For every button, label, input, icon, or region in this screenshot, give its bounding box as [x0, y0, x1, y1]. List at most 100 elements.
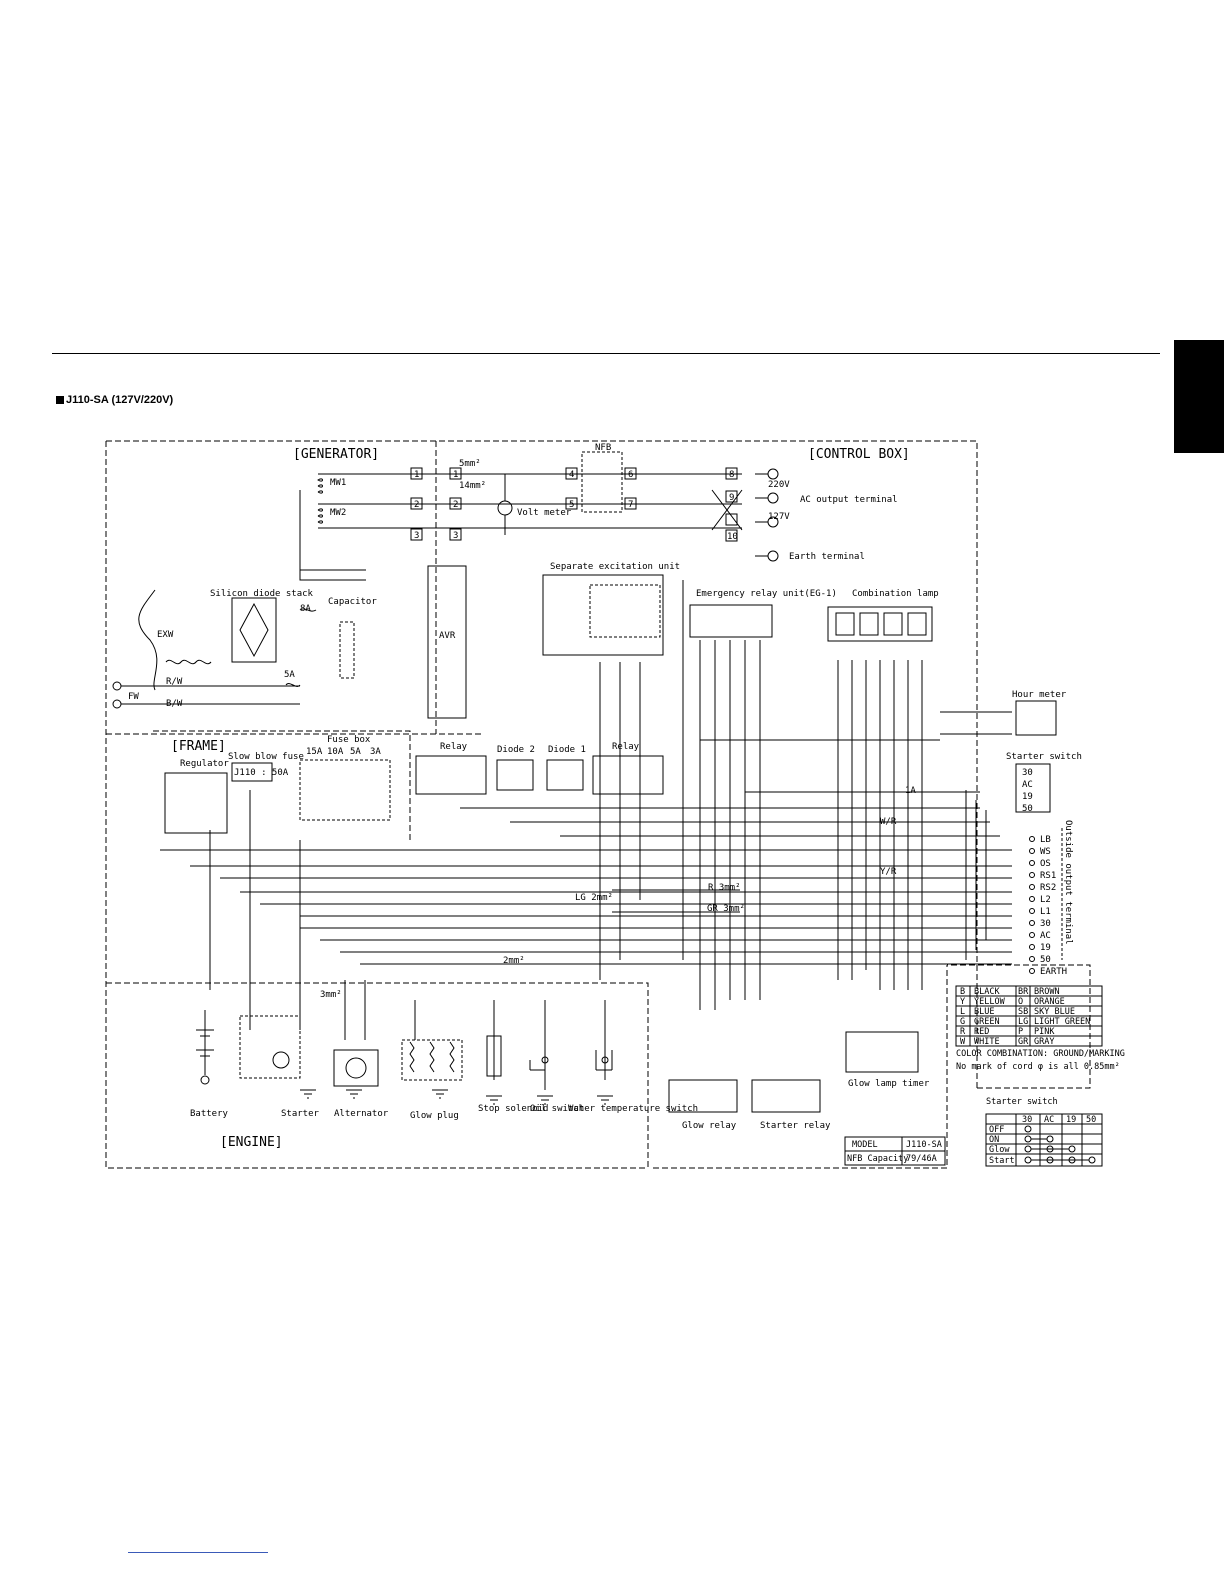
- mw2-label: MW2: [330, 508, 346, 518]
- out-term-l1: L1: [1040, 907, 1051, 917]
- term-4: 4: [569, 470, 574, 480]
- fuse-5a-label: 5A: [284, 670, 295, 680]
- svg-text:ORANGE: ORANGE: [1034, 997, 1065, 1007]
- outside-terminal-list: LB WS OS RS1 RS2 L2 L1 30 AC 19 50 EARTH…: [1040, 820, 1073, 977]
- svg-text:MODEL: MODEL: [852, 1140, 878, 1150]
- svg-text:LIGHT GREEN: LIGHT GREEN: [1034, 1017, 1090, 1027]
- relay2-label: Relay: [612, 742, 640, 752]
- out-term-lb: LB: [1040, 835, 1051, 845]
- out-term-l2: L2: [1040, 895, 1051, 905]
- earth-terminal-label: Earth terminal: [789, 552, 865, 562]
- svg-text:O: O: [1018, 997, 1023, 1007]
- model-table: MODEL J110-SA NFB Capacity 79/46A: [844, 1136, 946, 1166]
- out-term-rs1: RS1: [1040, 871, 1056, 881]
- svg-text:79/46A: 79/46A: [906, 1154, 937, 1164]
- svg-text:G: G: [960, 1017, 965, 1027]
- stop-solenoid-label: Stop solenoid: [478, 1104, 548, 1114]
- fuse-5a: 5A: [350, 747, 361, 757]
- ss-term-30: 30: [1022, 768, 1033, 778]
- volt-meter-label: Volt meter: [517, 508, 572, 518]
- svg-text:AC: AC: [1044, 1115, 1054, 1125]
- fuse-1a-label: 1A: [905, 786, 916, 796]
- out-term-ws: WS: [1040, 847, 1051, 857]
- out-term-ac: AC: [1040, 931, 1051, 941]
- footer-link-underline: [128, 1552, 268, 1553]
- out-term-rs2: RS2: [1040, 883, 1056, 893]
- outside-output-terminal-label: Outside output terminal: [1063, 820, 1073, 945]
- separate-excitation-label: Separate excitation unit: [550, 562, 680, 572]
- svg-text:GREEN: GREEN: [974, 1017, 1000, 1027]
- glow-lamp-timer-label: Glow lamp timer: [848, 1079, 930, 1089]
- starter-label: Starter: [281, 1109, 320, 1119]
- term-3b: 3: [453, 531, 458, 541]
- ss-table-title: Starter switch: [986, 1097, 1058, 1107]
- term-7: 7: [628, 500, 633, 510]
- svg-text:SKY BLUE: SKY BLUE: [1034, 1007, 1075, 1017]
- harness: [160, 580, 1012, 1090]
- capacitor-label: Capacitor: [328, 597, 377, 607]
- wr-label: W/R: [880, 817, 897, 827]
- svg-text:19: 19: [1066, 1115, 1076, 1125]
- wire-3mm-label: 3mm²: [320, 990, 342, 1000]
- svg-text:OFF: OFF: [989, 1125, 1004, 1135]
- yr-label: Y/R: [880, 867, 897, 877]
- silicon-diode-label: Silicon diode stack: [210, 589, 314, 599]
- term-10: 10: [727, 532, 738, 542]
- bw-label: B/W: [166, 699, 183, 709]
- lg2-label: LG 2mm²: [575, 893, 613, 903]
- svg-text:BROWN: BROWN: [1034, 987, 1060, 997]
- svg-text:50: 50: [1086, 1115, 1096, 1125]
- term-8: 8: [729, 470, 734, 480]
- out-term-earth: EARTH: [1040, 967, 1067, 977]
- section-control-box: [CONTROL BOX]: [808, 447, 910, 462]
- wire-5mm-label: 5mm²: [459, 459, 481, 469]
- out-term-30: 30: [1040, 919, 1051, 929]
- glow-plug-label: Glow plug: [410, 1111, 459, 1121]
- term-3a: 3: [414, 531, 419, 541]
- nfb-label: NFB: [595, 443, 611, 453]
- svg-text:GRAY: GRAY: [1034, 1037, 1054, 1047]
- rw-label: R/W: [166, 677, 183, 687]
- ss-term-19: 19: [1022, 792, 1033, 802]
- slow-blow-fuse-label: Slow blow fuse: [228, 752, 304, 762]
- section-generator: [GENERATOR]: [293, 447, 379, 462]
- svg-text:Glow: Glow: [989, 1145, 1010, 1155]
- section-engine: [ENGINE]: [220, 1135, 283, 1150]
- hour-meter-label: Hour meter: [1012, 690, 1067, 700]
- battery-label: Battery: [190, 1109, 229, 1119]
- svg-text:L: L: [960, 1007, 965, 1017]
- emergency-relay-label: Emergency relay unit(EG-1): [696, 589, 837, 599]
- svg-text:YELLOW: YELLOW: [974, 997, 1006, 1007]
- legend-note-2: No mark of cord φ is all 0.85mm²: [956, 1062, 1120, 1072]
- square-bullet-icon: [56, 396, 64, 404]
- out-term-19: 19: [1040, 943, 1051, 953]
- svg-text:P: P: [1018, 1027, 1023, 1037]
- mw1-label: MW1: [330, 478, 346, 488]
- combination-lamp-label: Combination lamp: [852, 589, 939, 599]
- svg-text:BR: BR: [1018, 987, 1029, 997]
- alternator-label: Alternator: [334, 1109, 389, 1119]
- regulator-label: Regulator: [180, 759, 229, 769]
- wire-2mm-label: 2mm²: [503, 956, 525, 966]
- svg-text:W: W: [960, 1037, 966, 1047]
- svg-text:PINK: PINK: [1034, 1027, 1055, 1037]
- term-2a: 2: [414, 500, 419, 510]
- svg-text:SB: SB: [1018, 1007, 1028, 1017]
- starter-relay-label: Starter relay: [760, 1121, 831, 1131]
- relay-label: Relay: [440, 742, 468, 752]
- wire-14mm-label: 14mm²: [459, 481, 486, 491]
- term-9: 9: [729, 493, 734, 503]
- svg-text:RED: RED: [974, 1027, 989, 1037]
- term-5: 5: [569, 500, 574, 510]
- page-heading: J110-SA (127V/220V): [56, 394, 173, 406]
- svg-text:GR: GR: [1018, 1037, 1029, 1047]
- starter-switch-table: Starter switch 30 AC 19 50 OFF ON Glow S…: [985, 1097, 1103, 1167]
- gr3-label: GR 3mm²: [707, 904, 745, 914]
- slow-blow-value: J110 : 50A: [234, 768, 289, 778]
- svg-text:30: 30: [1022, 1115, 1032, 1125]
- fuse-box-label: Fuse box: [327, 735, 371, 745]
- ss-term-ac: AC: [1022, 780, 1033, 790]
- v220-label: 220V: [768, 480, 790, 490]
- svg-text:WHITE: WHITE: [974, 1037, 1000, 1047]
